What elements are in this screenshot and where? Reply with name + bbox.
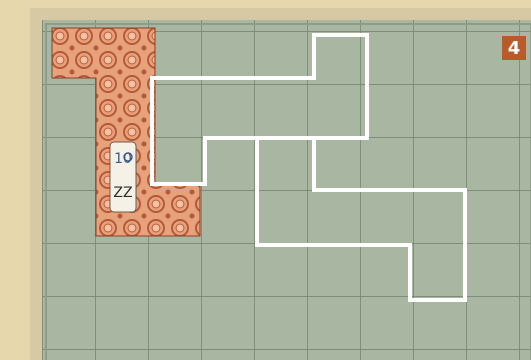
tag-symbol: ZZ bbox=[113, 185, 132, 201]
piece-tag: 10 ZZ bbox=[110, 142, 136, 212]
page-number-badge: 4 bbox=[502, 36, 526, 60]
